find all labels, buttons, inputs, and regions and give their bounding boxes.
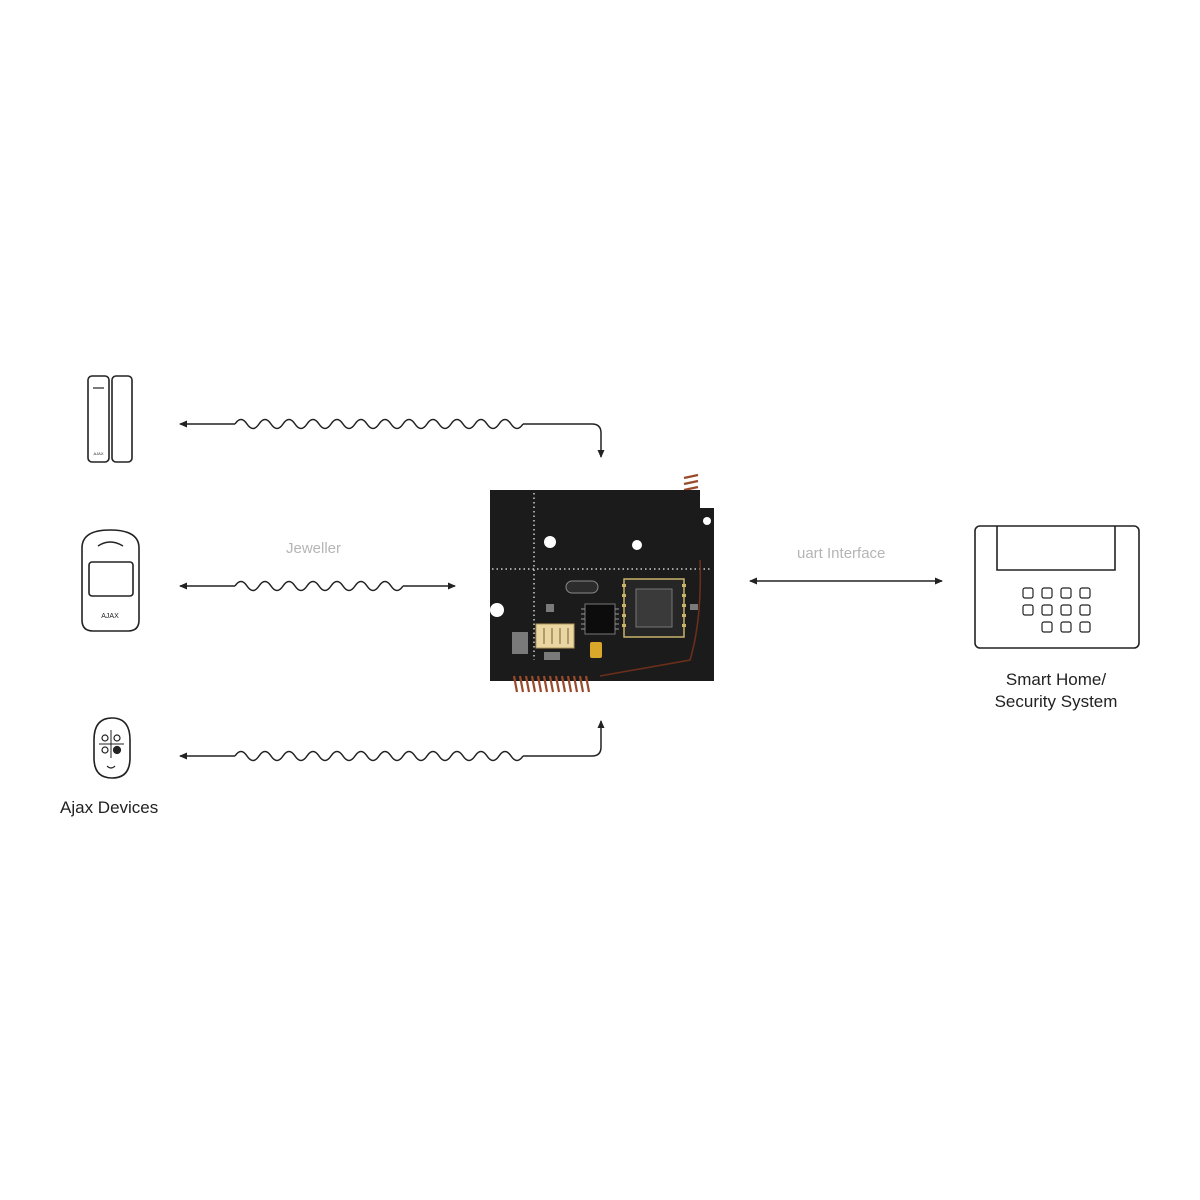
security-system-label-line1: Smart Home/ [1005, 670, 1107, 689]
uart-interface-label: uart Interface [797, 545, 886, 562]
ajax-devices-label: Ajax Devices [60, 798, 159, 817]
jeweller-label: Jeweller [286, 540, 342, 557]
key-fob-icon [93, 717, 131, 779]
jeweller-link-top [179, 418, 605, 458]
circuit-board-icon [490, 473, 714, 693]
door-sensor-brand: AJAX [93, 451, 103, 456]
jeweller-link-middle [179, 580, 456, 592]
motion-sensor-brand: AJAX [101, 613, 119, 620]
antenna-bottom [512, 675, 591, 693]
motion-sensor-icon: AJAX [81, 529, 140, 632]
door-sensor-icon: AJAX [87, 375, 133, 463]
jeweller-link-bottom [179, 720, 605, 762]
security-system-label-line2: Security System [994, 692, 1118, 711]
keypad-panel-icon [974, 525, 1140, 649]
security-system-label: Smart Home/ Security System [966, 669, 1146, 713]
